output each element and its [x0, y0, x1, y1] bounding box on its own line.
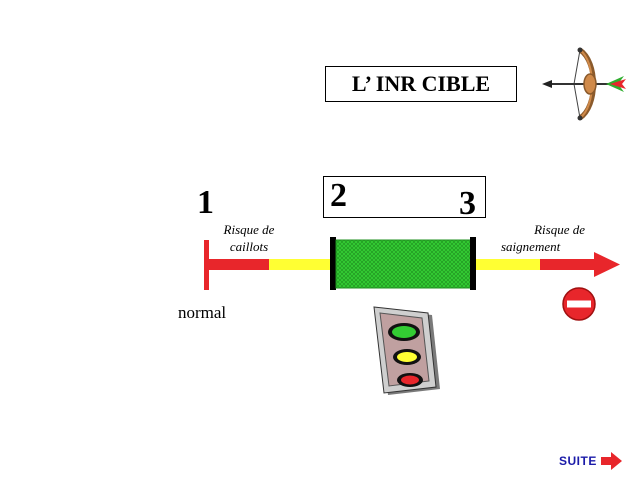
target-range-box — [323, 176, 486, 218]
next-button[interactable]: SUITE — [559, 452, 623, 470]
normal-marker — [204, 240, 209, 290]
bow-arrow-icon — [542, 47, 626, 121]
clot-risk-label: Risque de caillots — [223, 222, 275, 254]
next-button-label: SUITE — [559, 454, 597, 468]
normal-label: normal — [178, 303, 227, 322]
inr-scale-bar — [204, 237, 620, 290]
scale-mark-3: 3 — [459, 185, 476, 222]
bleeding-risk-line1: Risque de — [534, 222, 585, 237]
scale-mark-1: 1 — [197, 184, 214, 221]
next-arrow-icon — [600, 452, 622, 470]
scale-mark-2: 2 — [330, 177, 347, 214]
no-entry-icon — [562, 287, 596, 321]
bleeding-risk-line2: saignement — [501, 239, 561, 254]
traffic-light-icon — [373, 306, 440, 395]
page-title: L’ INR CIBLE — [325, 66, 517, 102]
